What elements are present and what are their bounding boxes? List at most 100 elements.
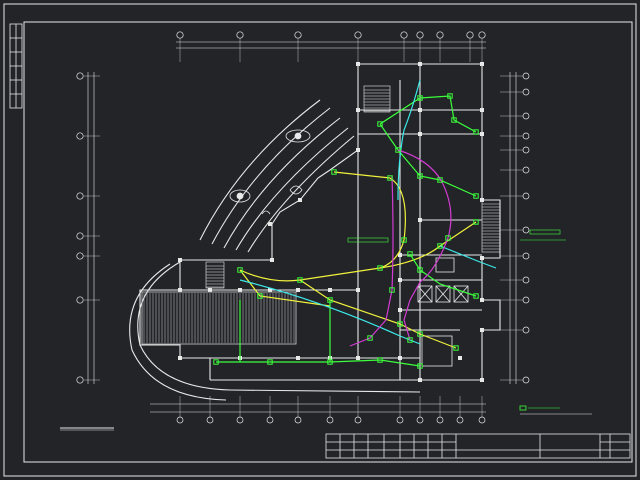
column	[328, 288, 332, 292]
grid-bubble-bottom	[354, 416, 362, 424]
column	[268, 288, 272, 292]
column	[356, 288, 360, 292]
grid-bubble-right	[522, 72, 530, 80]
grid-bubble-right	[522, 192, 530, 200]
column	[398, 356, 402, 360]
detector-symbol	[417, 363, 423, 369]
column	[480, 328, 484, 332]
grid-bubble-right	[522, 132, 530, 140]
green-annotations	[347, 229, 566, 243]
grid-bubble-top	[236, 31, 244, 39]
column	[418, 218, 422, 222]
detector-symbol	[397, 321, 403, 327]
detector-symbol	[447, 93, 453, 99]
grid-bubble-bottom	[416, 416, 424, 424]
stair-north	[363, 85, 391, 113]
grid-bubble-top	[416, 31, 424, 39]
column	[268, 222, 272, 226]
grid-bubble-left	[76, 192, 84, 200]
title-block	[325, 433, 631, 459]
column	[480, 298, 484, 302]
left-grid-axis	[76, 72, 100, 384]
detector-symbol	[473, 193, 479, 199]
column	[356, 108, 360, 112]
detector-symbol	[377, 265, 383, 271]
column	[418, 62, 422, 66]
column	[178, 258, 182, 262]
column	[418, 378, 422, 382]
column	[480, 256, 484, 260]
column	[356, 148, 360, 152]
column	[178, 356, 182, 360]
grid-bubble-top	[294, 31, 302, 39]
column	[398, 278, 402, 282]
grid-bubble-right	[522, 88, 530, 96]
grid-bubble-right	[522, 166, 530, 174]
grid-bubble-left	[76, 72, 84, 80]
stair-east	[481, 199, 501, 253]
alarm-devices	[213, 93, 479, 369]
grid-bubble-right	[522, 276, 530, 284]
wiring-green	[216, 95, 477, 367]
grid-bubble-bottom	[206, 416, 214, 424]
column	[398, 253, 402, 257]
detector-symbol	[407, 251, 413, 257]
detector-symbol	[367, 335, 373, 341]
right-grid-axis	[500, 72, 530, 384]
elevator-shafts	[417, 257, 469, 367]
detector-symbol	[377, 357, 383, 363]
detector-symbol	[377, 121, 383, 127]
building-outline	[129, 63, 501, 401]
hatched-floor-area	[141, 291, 297, 345]
column	[458, 356, 462, 360]
detector-symbol	[327, 297, 333, 303]
column	[208, 288, 212, 292]
column	[178, 288, 182, 292]
detector-symbol	[387, 175, 393, 181]
detector-symbol	[453, 345, 459, 351]
grid-bubble-right	[522, 112, 530, 120]
column	[480, 132, 484, 136]
grid-bubble-left	[76, 232, 84, 240]
legend	[519, 405, 592, 415]
binding-strip	[9, 23, 23, 109]
detector-symbol	[331, 169, 337, 175]
detector-symbol	[237, 267, 243, 273]
column	[270, 258, 274, 262]
detector-symbol	[417, 95, 423, 101]
grid-bubble-top	[400, 31, 408, 39]
column	[418, 108, 422, 112]
stair-west	[205, 261, 225, 289]
detector-symbol	[451, 117, 457, 123]
grid-bubble-bottom	[294, 416, 302, 424]
grid-bubble-right	[522, 326, 530, 334]
plan-caption-group	[60, 427, 114, 431]
column	[398, 308, 402, 312]
grid-bubble-bottom	[478, 416, 486, 424]
grid-bubble-bottom	[436, 416, 444, 424]
grid-bubble-right	[522, 146, 530, 154]
detector-symbol	[417, 267, 423, 273]
column	[238, 288, 242, 292]
grid-bubble-top	[354, 31, 362, 39]
detector-symbol	[407, 337, 413, 343]
grid-bubble-top	[478, 31, 486, 39]
detector-symbol	[437, 177, 443, 183]
detector-symbol	[327, 359, 333, 365]
grid-bubble-bottom	[176, 416, 184, 424]
grid-bubble-left	[76, 296, 84, 304]
detector-symbol	[389, 287, 395, 293]
fan-room-features	[229, 129, 311, 215]
column	[296, 288, 300, 292]
detector-symbol	[297, 277, 303, 283]
grid-bubble-top	[176, 31, 184, 39]
grid-bubble-top	[436, 31, 444, 39]
sheet-inner-border	[23, 21, 633, 463]
grid-bubble-bottom	[326, 416, 334, 424]
detector-symbol	[417, 331, 423, 337]
grid-bubble-bottom	[396, 416, 404, 424]
column	[356, 356, 360, 360]
detector-symbol	[417, 173, 423, 179]
sheet-outer-border	[3, 3, 637, 477]
